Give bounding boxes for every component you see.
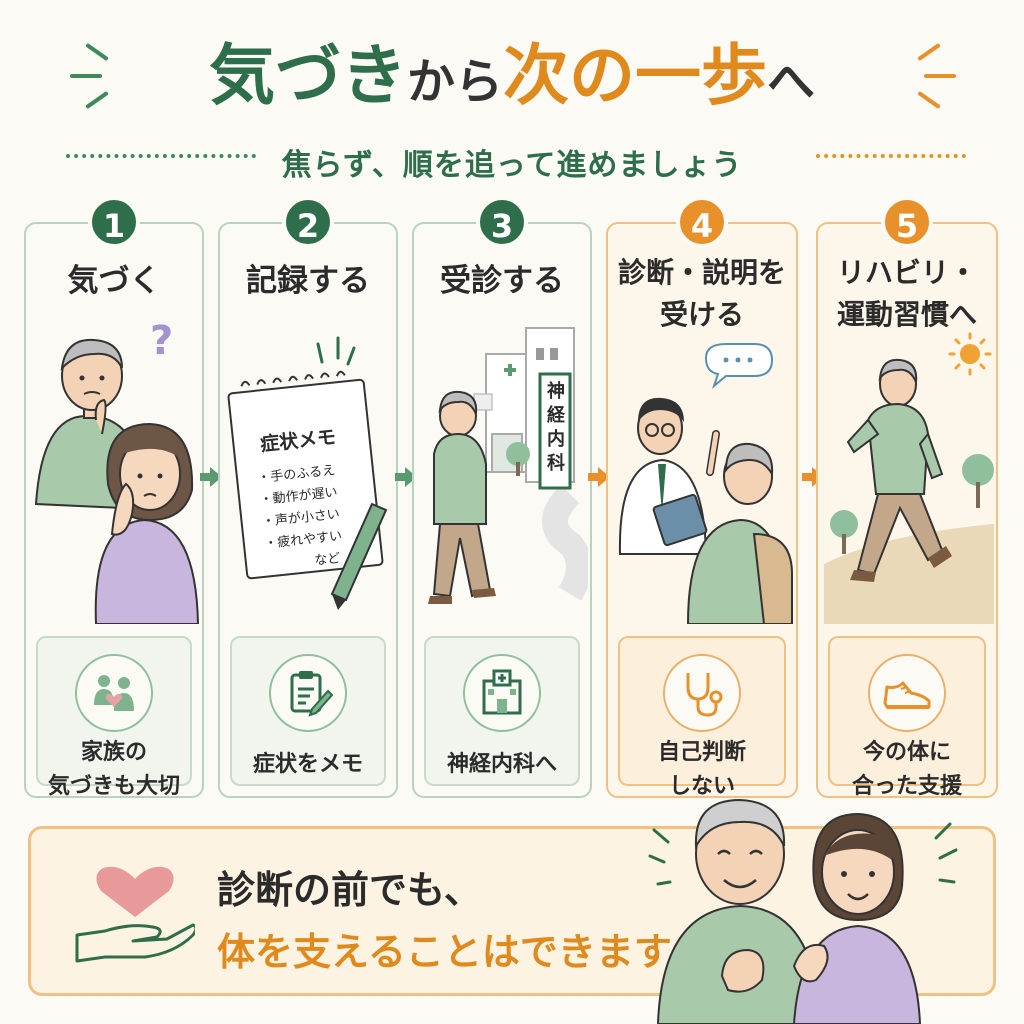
hand-heart-icon	[75, 866, 195, 963]
step-title: 診断・説明を 受ける	[617, 256, 786, 331]
svg-text:?: ?	[150, 324, 173, 364]
subtitle-row: 焦らず、順を追って進めましょう	[0, 140, 1024, 183]
illustration-noticing: ?	[32, 318, 200, 625]
sparkle-left-icon	[70, 40, 130, 110]
step-title: 記録する	[246, 263, 370, 299]
page-title: 気づきから次の一歩へ	[0, 22, 1024, 118]
stethoscope-icon	[663, 654, 741, 732]
illustration-doctor-consultation	[614, 324, 793, 625]
clipboard-pen-icon	[269, 654, 347, 732]
step-title: 受診する	[440, 263, 564, 299]
arrow-right-icon	[588, 467, 610, 487]
illustration-visiting-hospital: 神経内科	[420, 324, 588, 624]
illustration-exercise-walking	[824, 324, 994, 624]
step-note: 自己判断 しない	[657, 740, 746, 799]
hospital-icon	[463, 654, 541, 732]
footer-line-1: 診断の前でも、	[217, 868, 482, 912]
hospital-sign: 神経内科	[547, 381, 565, 474]
arrow-right-icon	[200, 467, 222, 487]
step-note-box: 症状をメモ	[230, 636, 386, 786]
step-note-box: 家族の 気づきも大切	[36, 636, 192, 799]
step-number-badge: 1	[88, 196, 140, 248]
sneaker-icon	[868, 654, 946, 732]
arrow-right-icon	[802, 467, 824, 487]
step-number-badge: 4	[676, 196, 728, 248]
page-subtitle: 焦らず、順を追って進めましょう	[281, 148, 743, 183]
step-number-badge: 5	[881, 196, 933, 248]
step-note: 神経内科へ	[446, 752, 557, 777]
title-kara: から	[406, 54, 503, 110]
memo-list: ・手のふるえ ・動作が遅い ・声が小さい ・疲れやすい など	[256, 460, 345, 578]
family-heart-icon	[75, 654, 153, 732]
title-he: へ	[767, 54, 816, 110]
step-card-4: 4 診断・説明を 受ける	[606, 196, 798, 799]
step-note-box: 神経内科へ	[424, 636, 580, 786]
couple-illustration	[648, 798, 958, 1024]
step-note: 症状をメモ	[252, 752, 363, 777]
illustration-symptom-memo: 症状メモ ・手のふるえ ・動作が遅い ・声が小さい ・疲れやすい など	[226, 324, 390, 624]
dotted-divider-right	[816, 154, 966, 160]
step-number-badge: 2	[282, 196, 334, 248]
step-card-5: 5 リハビリ・ 運動習慣へ	[816, 196, 998, 799]
step-title: リハビリ・ 運動習慣へ	[836, 256, 977, 331]
footer-line-2: 体を支えることはできます	[217, 930, 672, 974]
step-number-badge: 3	[476, 196, 528, 248]
step-card-1: 1 気づく ?	[24, 196, 204, 799]
step-card-3: 3 受診する 神経内科	[412, 196, 592, 798]
arrow-right-icon	[395, 467, 417, 487]
title-kizuki: 気づき	[208, 37, 407, 114]
step-note-box: 自己判断 しない	[618, 636, 786, 799]
dotted-divider-left	[66, 154, 256, 160]
sparkle-right-icon	[900, 40, 960, 110]
title-next-step: 次の一歩	[503, 37, 767, 114]
step-note-box: 今の体に 合った支援	[828, 636, 986, 799]
step-note: 家族の 気づきも大切	[47, 740, 180, 799]
step-note: 今の体に 合った支援	[851, 740, 962, 799]
step-title: 気づく	[67, 263, 161, 299]
step-card-2: 2 記録する 症状メモ ・手のふるえ ・動作が遅い ・声が小さい ・疲れやすい …	[218, 196, 398, 798]
